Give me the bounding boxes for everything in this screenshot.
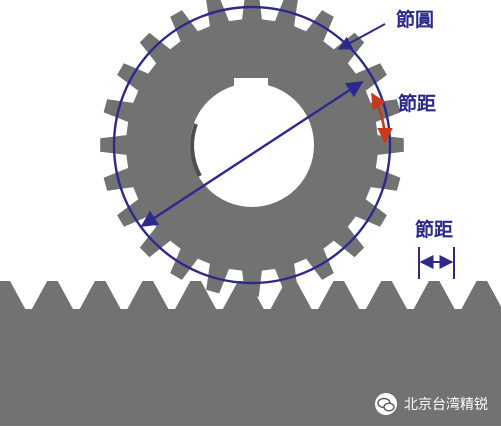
linear-pitch-label: 節距 [415,218,453,241]
keyway [234,78,268,104]
pitch-circle-leader [337,23,386,50]
watermark [375,393,397,415]
diameter-label: d [244,121,259,145]
watermark-text: 北京台湾精锐 [404,396,488,413]
diameter-arrow [140,80,364,228]
rack [0,281,501,426]
circular-pitch-label: 節距 [398,92,436,115]
circular-pitch-arrow [370,92,393,144]
pitch-circle-label: 節圓 [396,8,434,31]
pitch-circle [112,5,392,285]
